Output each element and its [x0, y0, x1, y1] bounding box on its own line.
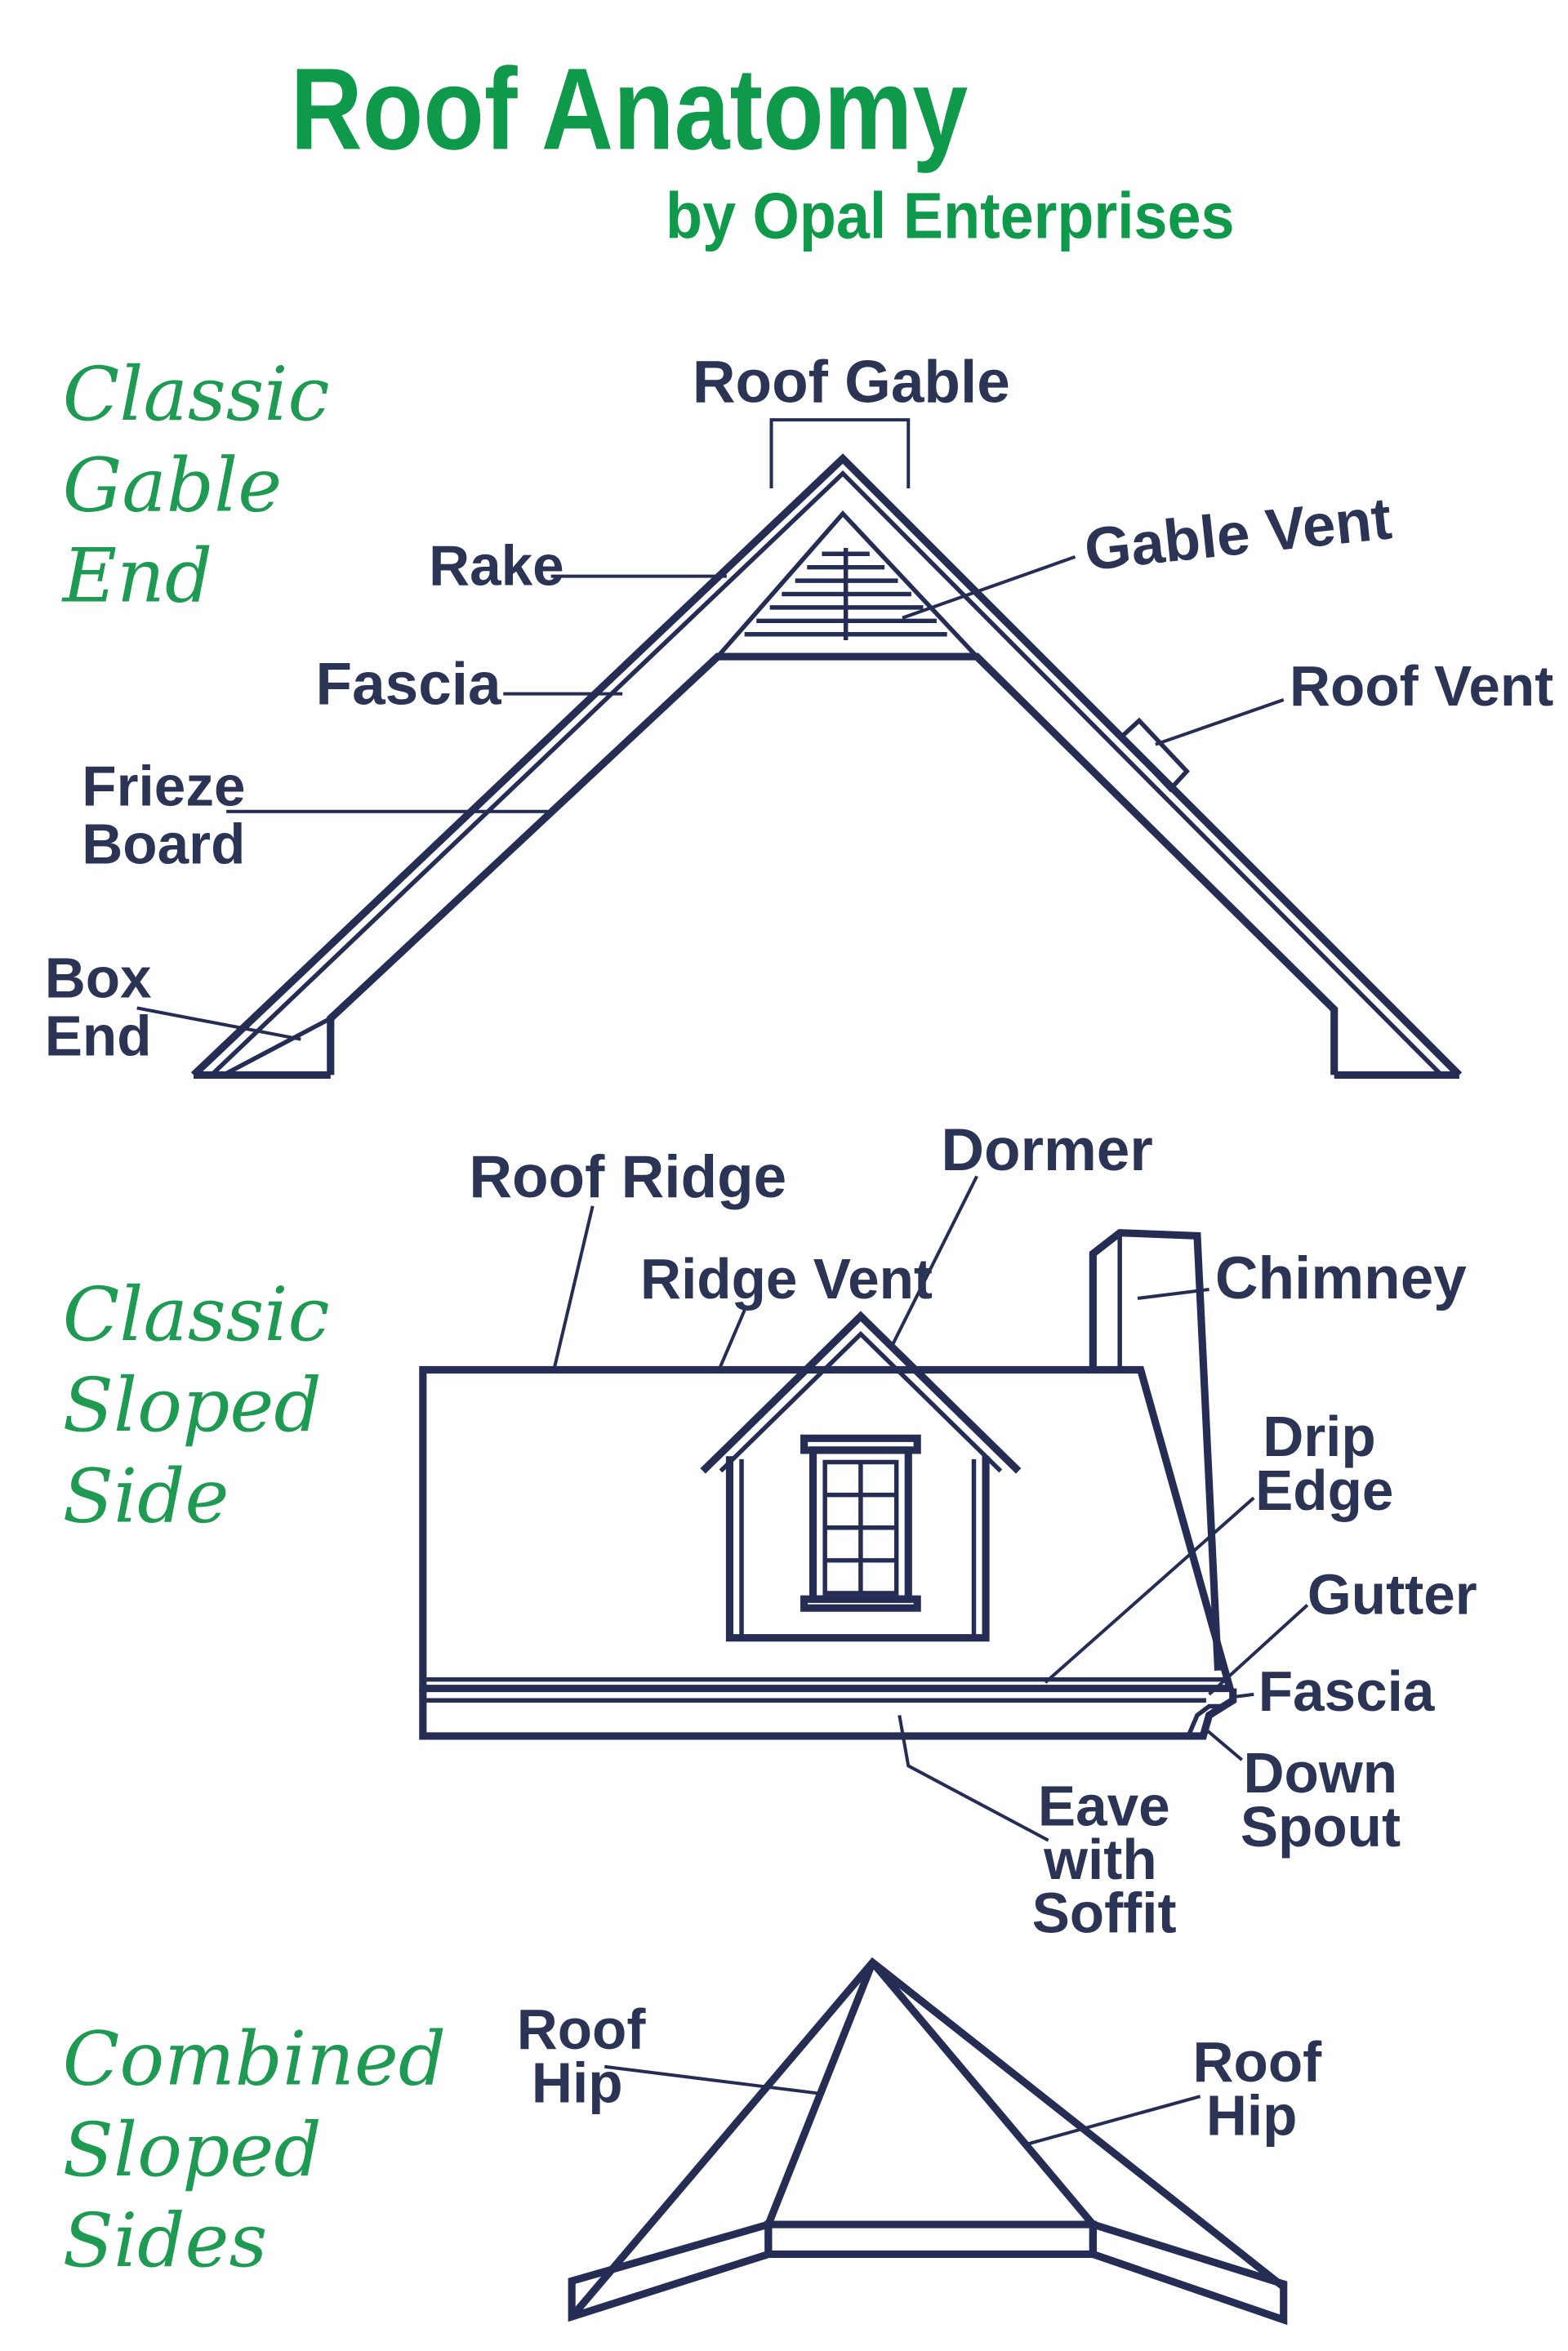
label-down-spout-line1: Down	[1244, 1741, 1398, 1805]
gable-rake-line	[210, 470, 1443, 1077]
dormer-roof-inner	[719, 1330, 1003, 1473]
hip-left-outer	[568, 1957, 1286, 2320]
leader-roof-hip-left	[604, 2064, 820, 2095]
gable-end-drawing	[190, 453, 1463, 1079]
page-subtitle: by Opal Enterprises	[666, 179, 1235, 252]
leader-roof-vent	[1155, 698, 1285, 746]
label-roof-hip-left-line1: Roof	[517, 1997, 647, 2061]
leader-eave-soffit	[898, 1715, 1049, 1842]
section-title-sloped-line1: Classic	[63, 1271, 330, 1358]
hip-roof-drawing	[568, 1957, 1288, 2326]
hip-front-eave	[764, 2220, 1097, 2259]
label-frieze-board-line2: Board	[82, 813, 245, 876]
section-title-combined-line2: Sloped	[63, 2107, 322, 2193]
section-title-sloped-line2: Sloped	[63, 1362, 322, 1449]
label-box-end-line1: Box	[45, 946, 152, 1010]
gable-inner-outline	[327, 652, 1339, 1075]
section-gable-end: Classic Gable End	[45, 349, 1553, 1079]
down-spout-shape	[1186, 1703, 1224, 1738]
label-gutter: Gutter	[1307, 1562, 1477, 1626]
section-title-sloped-line3: Side	[63, 1453, 229, 1539]
label-gable-vent: Gable Vent	[1081, 485, 1394, 583]
gable-vent-louvers	[744, 547, 947, 641]
leader-down-spout	[1201, 1725, 1243, 1761]
label-fascia-gable: Fascia	[316, 651, 502, 717]
label-down-spout-line2: Spout	[1241, 1795, 1401, 1859]
leader-chimney	[1137, 1287, 1209, 1300]
leader-fascia-sloped	[1229, 1692, 1254, 1699]
label-fascia-sloped: Fascia	[1258, 1659, 1435, 1723]
leader-gable-vent	[902, 555, 1076, 620]
gutter-eave	[419, 1688, 1237, 1740]
label-drip-edge-line2: Edge	[1255, 1458, 1393, 1522]
chimney-shape	[1089, 1229, 1223, 1671]
leader-roof-ridge	[552, 1205, 595, 1370]
label-roof-hip-left-line2: Hip	[532, 2051, 623, 2115]
label-eave-line2: with	[1043, 1828, 1157, 1891]
page-title: Roof Anatomy	[291, 44, 969, 174]
hip-ridge-left	[764, 1961, 876, 2226]
leader-dormer	[889, 1175, 978, 1350]
label-ridge-vent: Ridge Vent	[640, 1247, 933, 1311]
hip-left-eave	[568, 2219, 773, 2322]
section-title-combined-line1: Combined	[63, 2016, 447, 2103]
bracket-roof-gable	[769, 418, 911, 489]
label-box-end-line2: End	[45, 1004, 152, 1068]
gable-outer-roofline	[190, 453, 1463, 1078]
roof-vent-shape	[1118, 717, 1190, 793]
section-title-combined-line3: Sides	[63, 2197, 268, 2284]
leader-ridge-vent	[716, 1309, 746, 1374]
label-chimney: Chimney	[1215, 1245, 1467, 1311]
label-eave-line3: Soffit	[1032, 1881, 1177, 1945]
label-dormer: Dormer	[941, 1117, 1152, 1183]
section-title-gable-line1: Classic	[63, 351, 330, 438]
label-roof-ridge: Roof Ridge	[469, 1144, 786, 1210]
section-title-gable-line2: Gable	[63, 442, 283, 528]
section-combined-sloped: Combined Sloped Sides Roof Hip Roof Hip	[63, 1957, 1323, 2326]
leader-drip-edge	[1044, 1496, 1255, 1684]
label-drip-edge-line1: Drip	[1263, 1405, 1376, 1468]
sloped-side-drawing	[419, 1229, 1237, 1740]
leader-box-end	[136, 1006, 301, 1041]
gable-box-end-left	[222, 1016, 332, 1077]
hip-right-eave	[1089, 2219, 1288, 2326]
label-roof-hip-right-line2: Hip	[1206, 2084, 1298, 2148]
label-frieze-board-line1: Frieze	[82, 754, 245, 817]
leader-gutter	[1208, 1604, 1309, 1696]
label-roof-vent: Roof Vent	[1290, 654, 1553, 718]
hip-ridge-right	[870, 1960, 1096, 2227]
label-roof-gable: Roof Gable	[693, 349, 1010, 415]
leader-roof-hip-right	[1027, 2095, 1201, 2146]
dormer-roof	[700, 1311, 1022, 1474]
section-sloped-side: Classic Sloped Side	[63, 1117, 1477, 1945]
dormer-walls	[725, 1456, 990, 1642]
section-title-gable-line3: End	[61, 533, 213, 620]
label-roof-hip-right-line1: Roof	[1193, 2030, 1323, 2094]
label-eave-line1: Eave	[1038, 1774, 1170, 1837]
dormer-window	[800, 1434, 921, 1612]
label-rake: Rake	[429, 534, 564, 598]
